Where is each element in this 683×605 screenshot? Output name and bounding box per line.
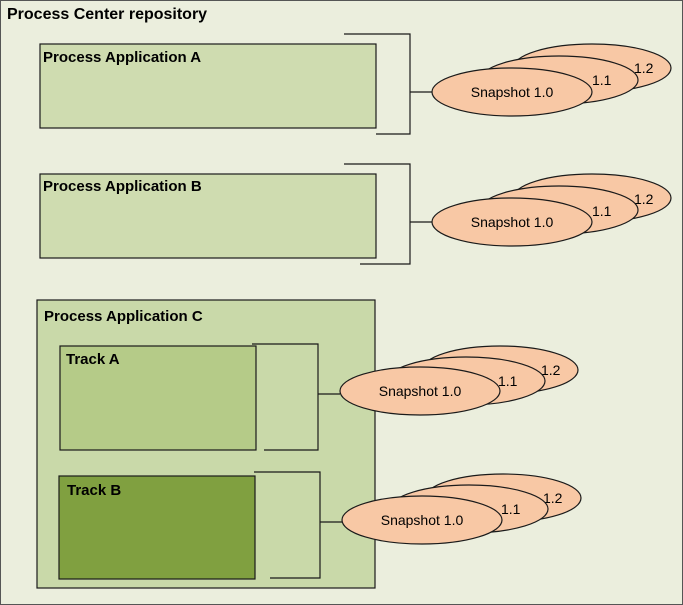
app-b-snapshot-1-2-label: 1.2 xyxy=(634,191,654,207)
track-a-title: Track A xyxy=(66,351,120,368)
app-a-snapshot-1-1-label: 1.1 xyxy=(592,72,612,88)
app-a-snapshot-1-0-label: Snapshot 1.0 xyxy=(471,84,554,100)
app-b-title: Process Application B xyxy=(43,178,202,195)
app-a-bracket xyxy=(344,33,411,135)
process-application-b: Process Application B 1.2 1.1 Snapshot 1… xyxy=(39,163,672,265)
track-b-snapshot-1-2-label: 1.2 xyxy=(543,490,563,506)
track-a-box xyxy=(59,345,257,451)
track-b-snapshot-1-1-label: 1.1 xyxy=(501,501,521,517)
app-b-box xyxy=(39,173,377,259)
app-c-title: Process Application C xyxy=(44,308,203,325)
track-a-snapshot-1-1-label: 1.1 xyxy=(498,373,518,389)
app-a-box xyxy=(39,43,377,129)
track-a-snapshot-1-0-label: Snapshot 1.0 xyxy=(379,383,462,399)
track-b-title: Track B xyxy=(67,482,121,499)
app-a-snapshot-1-0 xyxy=(431,67,593,117)
repository-title: Process Center repository xyxy=(7,6,207,23)
track-a-snapshot-1-0 xyxy=(339,366,501,416)
track-a: Track A 1.2 1.1 Snapshot 1.0 xyxy=(59,343,579,451)
track-b-bracket xyxy=(254,471,321,579)
track-a-snapshot-1-2-label: 1.2 xyxy=(541,362,561,378)
process-application-a: Process Application A 1.2 1.1 Snapshot 1… xyxy=(39,33,672,135)
app-a-title: Process Application A xyxy=(43,49,201,66)
track-b-snapshot-1-0 xyxy=(341,495,503,545)
app-b-snapshot-1-0-label: Snapshot 1.0 xyxy=(471,214,554,230)
app-b-snapshot-1-0 xyxy=(431,197,593,247)
app-b-snapshot-1-1-label: 1.1 xyxy=(592,203,612,219)
app-b-bracket xyxy=(344,163,411,265)
track-b-snapshot-1-0-label: Snapshot 1.0 xyxy=(381,512,464,528)
track-b: Track B 1.2 1.1 Snapshot 1.0 xyxy=(58,471,582,580)
track-b-box xyxy=(58,475,256,580)
app-a-snapshot-1-2-label: 1.2 xyxy=(634,60,654,76)
track-a-bracket xyxy=(252,343,319,451)
process-application-c: Process Application C Track A 1.2 1.1 Sn… xyxy=(36,299,582,589)
